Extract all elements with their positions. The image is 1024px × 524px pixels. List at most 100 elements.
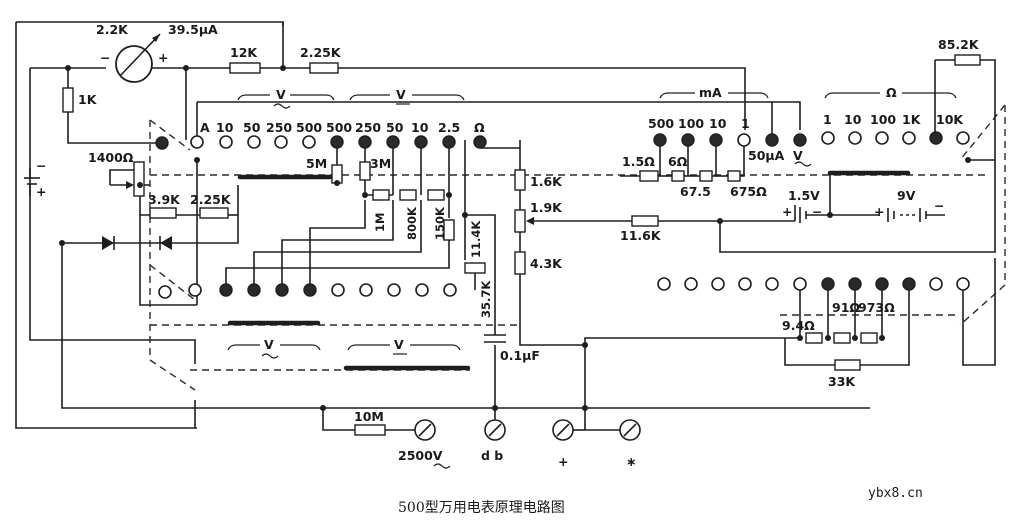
battery-9v-plus: + xyxy=(874,204,884,219)
jack-r-7 xyxy=(821,277,835,291)
resistor-2-25k-label: 2.25K xyxy=(300,45,342,60)
jack-ohm-100 xyxy=(875,131,889,145)
ma-range-100: 100 xyxy=(678,116,704,131)
range-label-500-dc: 500 xyxy=(326,120,352,135)
jack-r-10 xyxy=(902,277,916,291)
jack-row2-8 xyxy=(415,283,429,297)
ohm-range-jacks: 1 10 100 1K 10K xyxy=(821,112,970,145)
jack-left-lower-1 xyxy=(158,285,172,299)
jack-r-2 xyxy=(684,277,698,291)
resistor-150k-cap xyxy=(427,189,445,201)
resistor-1-6k xyxy=(514,169,526,191)
ohm-network: 1.6K 1.9K 4.3K 11.6K xyxy=(480,140,996,346)
resistor-12k-label: 12K xyxy=(230,45,258,60)
capacitor-label: 0.1μF xyxy=(500,348,540,363)
jack-ma-v xyxy=(793,133,807,147)
terminal-star-label: ∗ xyxy=(626,454,636,469)
resistor-11-4k-label: 11.4K xyxy=(469,220,483,258)
lower-row-jacks xyxy=(158,283,457,299)
jack-acv-500 xyxy=(302,135,316,149)
dcv-header: V xyxy=(396,87,406,102)
range-label-2-5: 2.5 xyxy=(438,120,460,135)
jack-ma-10 xyxy=(709,133,723,147)
resistor-33k-label: 33K xyxy=(828,374,856,389)
jack-row2-7 xyxy=(387,283,401,297)
dcv-bottom-header: V xyxy=(394,337,404,352)
resistor-10m-label: 10M xyxy=(354,409,384,424)
jack-dcv-500 xyxy=(330,135,344,149)
resistor-2-25k-b-label: 2.25K xyxy=(190,192,232,207)
range-label-250-dc: 250 xyxy=(355,120,381,135)
batteries: 1.5V + − 9V + − xyxy=(782,175,945,223)
left-battery-plus-label: + xyxy=(36,184,46,199)
jack-acv-50 xyxy=(247,135,261,149)
voltage-multipliers: 5M 3M 1M 800K 150K 11.4K 35.7K xyxy=(225,140,496,335)
jack-a xyxy=(190,135,204,149)
resistor-800k-cap xyxy=(399,189,417,201)
jack-ma-100 xyxy=(681,133,695,147)
shunt-1-5-label: 1.5Ω xyxy=(622,154,655,169)
shunt-675 xyxy=(727,170,741,182)
resistor-1-9k-label: 1.9K xyxy=(530,200,563,215)
shunt-67-5-label: 67.5 xyxy=(680,184,711,199)
terminal-2500v-label: 2500V xyxy=(398,448,443,463)
jack-r-5 xyxy=(765,277,779,291)
terminal-plus-label: + xyxy=(558,454,568,469)
shunt-6 xyxy=(671,170,685,182)
voltage-range-jacks: A 10 50 250 500 500 250 50 10 2.5 Ω xyxy=(155,120,487,150)
resistor-9-4 xyxy=(805,332,823,344)
jack-r-12 xyxy=(956,277,970,291)
resistor-150k-label: 150K xyxy=(433,206,447,240)
jack-ohm-10 xyxy=(848,131,862,145)
potentiometer-1400 xyxy=(133,161,145,197)
jack-r-6 xyxy=(793,277,807,291)
jack-row2-6 xyxy=(359,283,373,297)
jack-acv-10 xyxy=(219,135,233,149)
jack-left-common xyxy=(155,136,169,150)
resistor-973-label: 973Ω xyxy=(858,300,895,315)
outer-wiring xyxy=(15,21,870,431)
battery-1-5v-minus: − xyxy=(812,204,822,219)
resistor-10m xyxy=(354,424,386,436)
resistor-800k-label: 800K xyxy=(405,206,419,240)
battery-1-5v-plus: + xyxy=(782,204,792,219)
resistor-91 xyxy=(833,332,851,344)
resistor-91-label: 91Ω xyxy=(832,300,860,315)
resistor-9-4-label: 9.4Ω xyxy=(782,318,815,333)
capacitor: 0.1μF xyxy=(484,334,540,363)
jack-ohm-1 xyxy=(821,131,835,145)
ohm-range-1k: 1K xyxy=(902,112,922,127)
resistor-3m xyxy=(359,161,371,181)
jack-row2-4 xyxy=(303,283,317,297)
jack-r-9 xyxy=(875,277,889,291)
resistor-1k xyxy=(62,87,74,113)
resistor-11-6k-label: 11.6K xyxy=(620,228,662,243)
galvanometer: 2.2K 39.5μA − + xyxy=(96,22,218,83)
jack-dcv-50 xyxy=(386,135,400,149)
shunt-67-5 xyxy=(699,170,713,182)
ma-range-v: V xyxy=(793,148,803,163)
jack-r-8 xyxy=(848,277,862,291)
right-lower-network: 9.4Ω 91Ω 973Ω 33K xyxy=(657,258,996,389)
range-label-500: 500 xyxy=(296,120,322,135)
shunt-675-label: 675Ω xyxy=(730,184,767,199)
resistor-2-25k xyxy=(309,62,339,74)
ohm-range-10: 10 xyxy=(844,112,862,127)
range-label-ohm: Ω xyxy=(474,120,485,135)
left-battery-minus-label: − xyxy=(36,158,46,173)
jack-row2-2 xyxy=(247,283,261,297)
meter-minus-label: − xyxy=(100,50,110,65)
jack-ohm-right xyxy=(956,131,970,145)
ohm-range-100: 100 xyxy=(870,112,896,127)
watermark: ybx8.cn xyxy=(868,486,923,501)
junctions xyxy=(59,65,971,411)
battery-9v-label: 9V xyxy=(897,188,916,203)
range-label-50-dc: 50 xyxy=(386,120,404,135)
shunt-6-label: 6Ω xyxy=(668,154,688,169)
jack-row2-3 xyxy=(275,283,289,297)
meter-resistance-label: 2.2K xyxy=(96,22,129,37)
jack-dcv-2-5 xyxy=(442,135,456,149)
ohm-range-1: 1 xyxy=(823,112,832,127)
jack-ma-1 xyxy=(737,133,751,147)
